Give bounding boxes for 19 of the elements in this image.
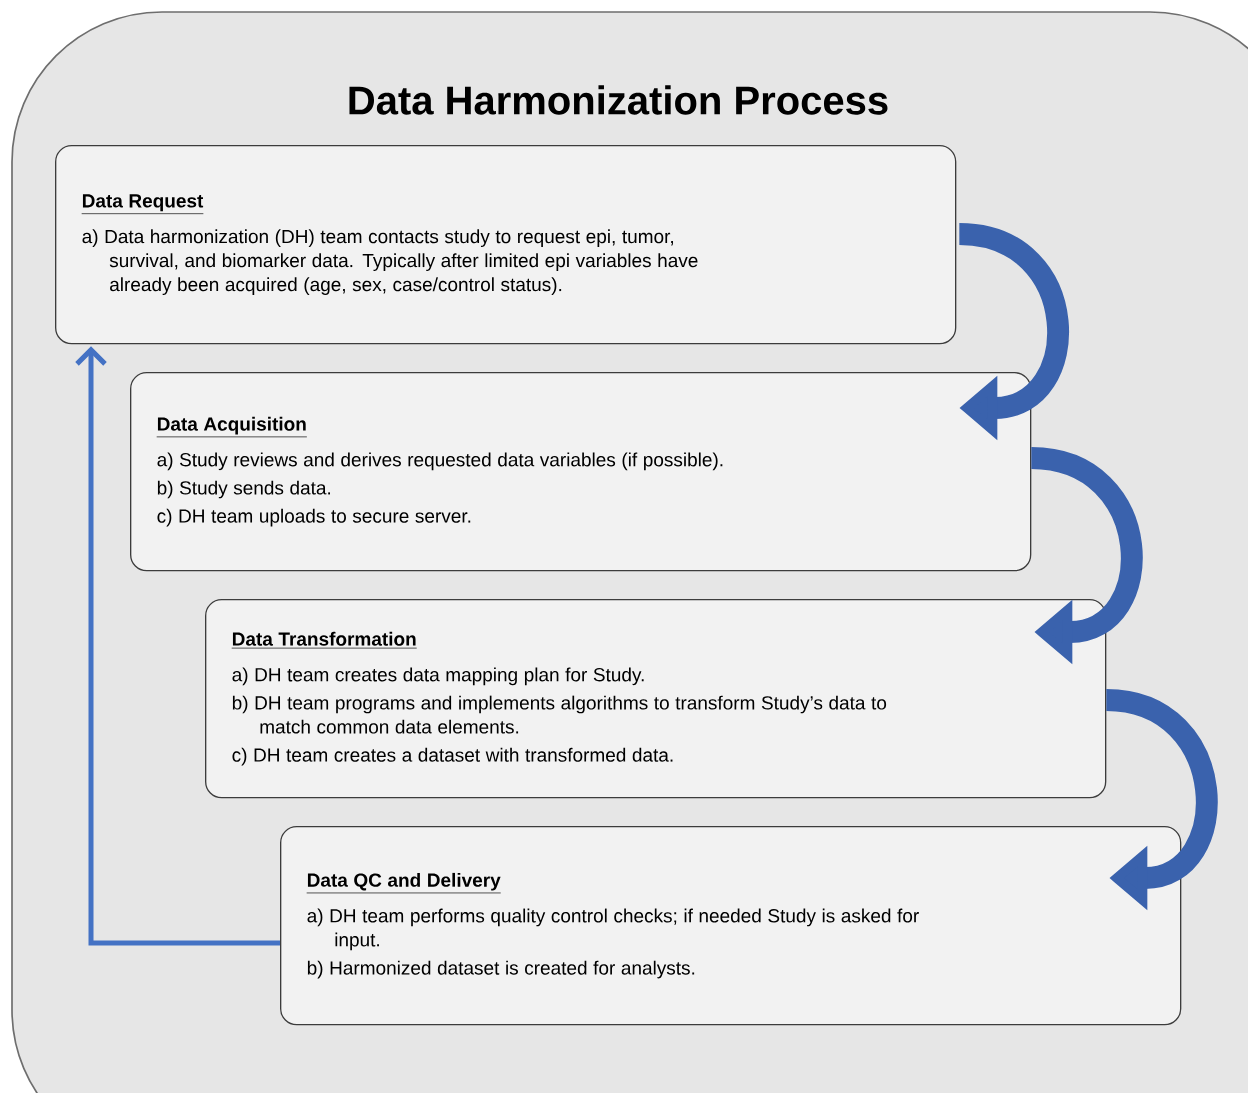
- section-heading: Data Transformation: [231, 631, 418, 649]
- list-item: c) DH team uploads to secure server.: [157, 508, 471, 527]
- list-item: c) DH team creates a dataset with transformed data.: [232, 747, 673, 766]
- list-item: b) Study sends data.: [157, 480, 331, 499]
- list-item: b) DH team programs and implements algorithms to transform Study’s data to match common data elements.: [232, 695, 887, 734]
- list-item: b) Harmonized dataset is created for analysts.: [307, 960, 695, 979]
- process-box: [55, 145, 957, 345]
- list-item: a) DH team performs quality control checks; if needed Study is asked for input.: [307, 908, 919, 951]
- process-box: [130, 372, 1032, 572]
- process-box: [205, 599, 1107, 799]
- list-item: a) Data harmonization (DH) team contacts study to request epi, tumor, survival, and biomarker data. Typically after limited epi variables have already been acquired (age, sex, case/control status).: [82, 229, 698, 295]
- list-item: a) DH team creates data mapping plan for Study.: [232, 667, 644, 686]
- list-item: a) Study reviews and derives requested data variables (if possible).: [157, 452, 723, 471]
- section-heading: Data Acquisition: [156, 416, 308, 438]
- title: Data Harmonization Process: [349, 85, 888, 115]
- section-heading: Data QC and Delivery: [306, 872, 502, 894]
- section-heading: Data Request: [81, 194, 204, 214]
- arrow: [75, 346, 280, 946]
- process-box: [280, 826, 1182, 1026]
